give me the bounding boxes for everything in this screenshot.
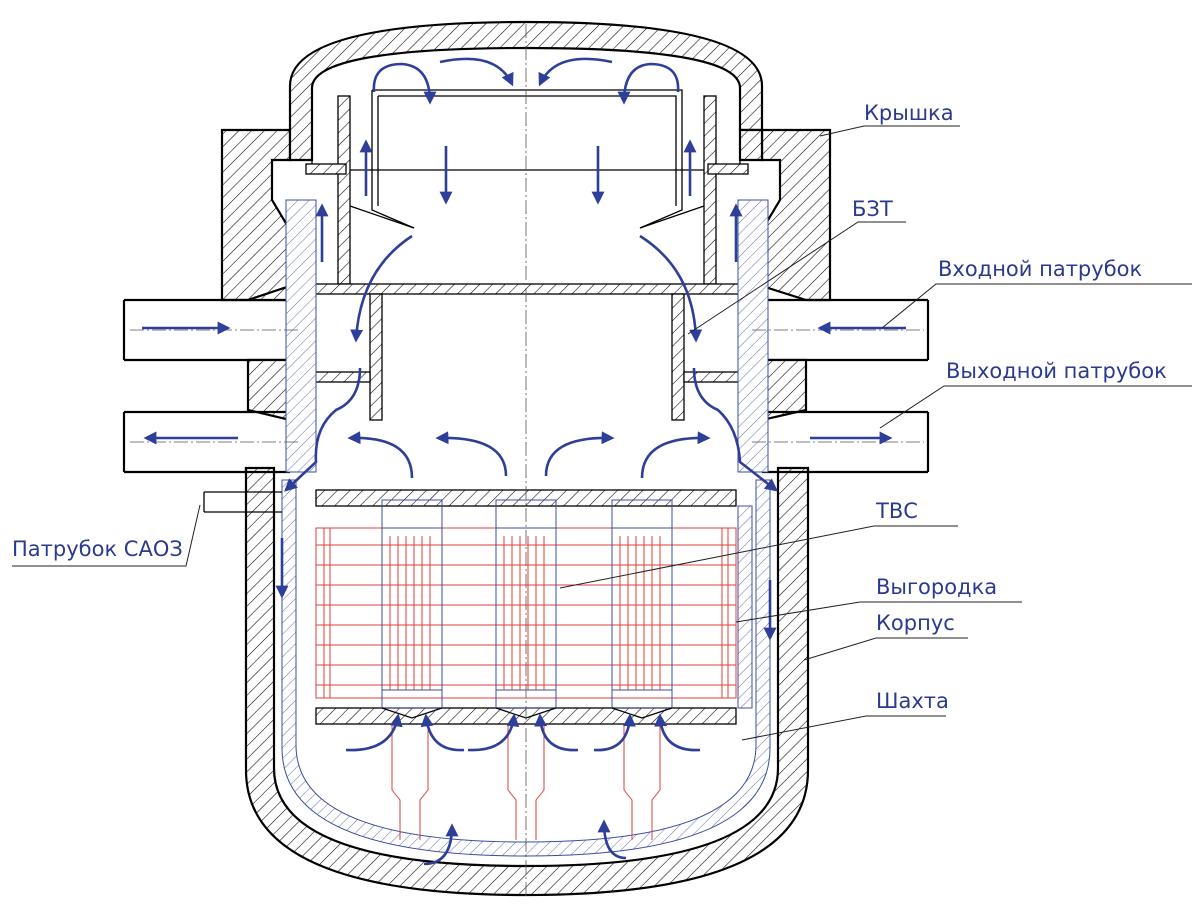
leader-lines [12, 125, 1192, 741]
reactor-vessel [122, 128, 930, 897]
vessel-flange-right [760, 128, 832, 302]
label-vessel: Корпус [876, 611, 955, 635]
label-fa: ТВС [875, 499, 918, 523]
fuel-assembly-1 [381, 499, 443, 709]
fuel-assembly-3 [611, 499, 673, 709]
centerlines [130, 24, 924, 896]
vessel-flange-left [220, 128, 292, 302]
protective-tube-block [285, 89, 769, 473]
label-lid: Крышка [864, 101, 954, 125]
label-shaft: Шахта [876, 689, 949, 713]
eccs-nozzle [203, 491, 282, 513]
label-baffle: Выгородка [876, 575, 997, 599]
labels: Крышка БЗТ Входной патрубок Выходной пат… [12, 101, 1167, 713]
label-inlet: Входной патрубок [938, 257, 1142, 281]
label-outlet: Выходной патрубок [946, 359, 1167, 383]
fuel-assemblies [381, 499, 673, 719]
vessel-wall [244, 466, 810, 897]
label-bzt: БЗТ [852, 197, 893, 221]
flow-arrows [142, 57, 906, 866]
fuel-assembly-2 [495, 499, 557, 709]
label-saoz: Патрубок САОЗ [12, 537, 183, 561]
